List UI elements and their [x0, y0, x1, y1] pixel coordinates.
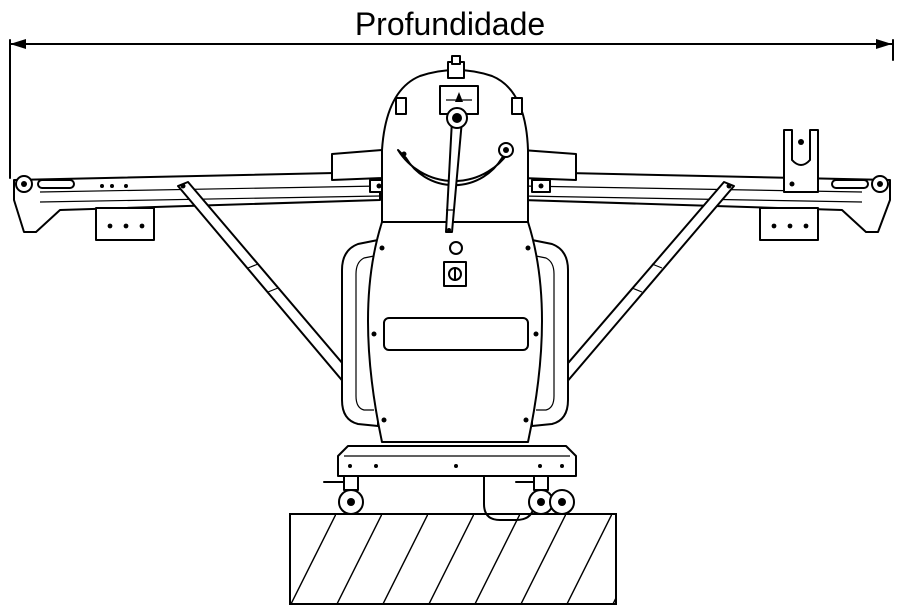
- left-caster-wheel: [338, 475, 364, 515]
- floor-block: [289, 513, 617, 605]
- machine-body: [367, 221, 543, 443]
- right-caster-wheel-rear: [549, 489, 575, 515]
- dimension-label-depth: Profundidade: [354, 6, 546, 42]
- machine-base: [323, 445, 577, 521]
- depth-dimension-line: [9, 39, 894, 179]
- power-cable: [483, 475, 535, 521]
- body-nameplate: [383, 317, 529, 351]
- head-right-knob: [511, 97, 523, 115]
- head-left-knob: [395, 97, 407, 115]
- right-caster-wheel-front: [528, 475, 554, 515]
- machine-head: [381, 55, 529, 233]
- right-conveyor-table: [521, 129, 891, 241]
- indicator-light: [449, 241, 463, 255]
- left-conveyor-table: [13, 149, 389, 241]
